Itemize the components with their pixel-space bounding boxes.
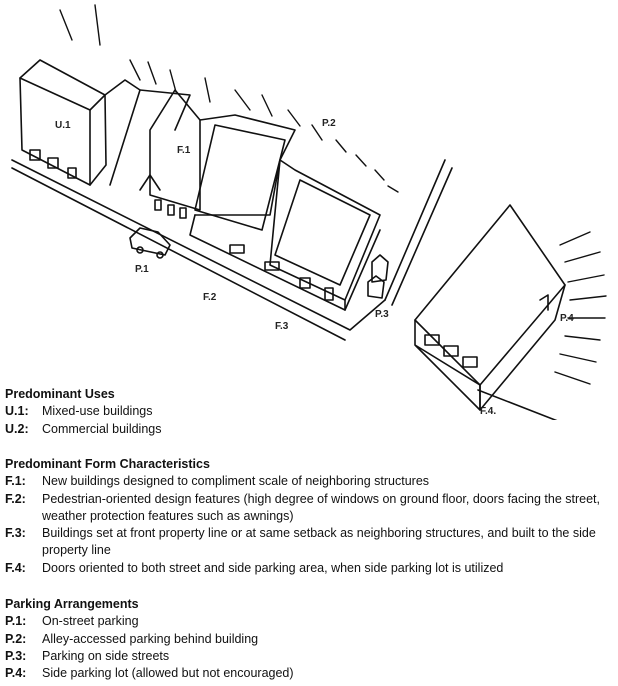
alley-hatching xyxy=(59,4,607,385)
building-u2 xyxy=(189,114,381,311)
list-item: U.1:Mixed-use buildings xyxy=(5,404,153,419)
list-item: F.4:Doors oriented to both street and si… xyxy=(5,560,504,575)
list-item: F.2:Pedestrian-oriented design features … xyxy=(5,491,600,523)
list-item: P.2:Alley-accessed parking behind buildi… xyxy=(5,631,259,646)
form-section: Predominant Form Characteristics F.1:New… xyxy=(5,456,612,577)
section-heading: Predominant Form Characteristics xyxy=(5,457,210,471)
label-f3: F.3 xyxy=(275,321,289,332)
pointer-line xyxy=(477,389,558,420)
list-item: U.2:Commercial buildings xyxy=(5,421,162,436)
streetscape-sketch: U.1 F.1 P.2 P.1 F.2 F.3 P.3 P.4 F.4. xyxy=(11,4,607,420)
label-p1: P.1 xyxy=(135,264,149,275)
list-item: F.3:Buildings set at front property line… xyxy=(5,526,596,558)
building-f4 xyxy=(414,204,566,411)
car-icon xyxy=(367,254,389,299)
list-item: P.1:On-street parking xyxy=(5,614,139,629)
label-u1: U.1 xyxy=(55,120,71,131)
label-f1: F.1 xyxy=(177,145,191,156)
list-item: P.3:Parking on side streets xyxy=(5,648,170,663)
list-item: F.1:New buildings designed to compliment… xyxy=(5,474,430,489)
street-edge xyxy=(11,159,453,341)
label-f2: F.2 xyxy=(203,292,217,303)
car-icon xyxy=(129,227,171,259)
section-heading: Predominant Uses xyxy=(5,387,115,401)
label-f4: F.4. xyxy=(480,406,496,417)
building-f1 xyxy=(104,79,201,219)
section-heading: Parking Arrangements xyxy=(5,597,139,611)
label-p4: P.4 xyxy=(560,313,574,324)
list-item: P.4:Side parking lot (allowed but not en… xyxy=(5,666,294,681)
label-p3: P.3 xyxy=(375,309,389,320)
parking-section: Parking Arrangements P.1:On-street parki… xyxy=(5,596,612,682)
uses-section: Predominant Uses U.1:Mixed-use buildings… xyxy=(5,386,612,438)
label-p2: P.2 xyxy=(322,118,336,129)
